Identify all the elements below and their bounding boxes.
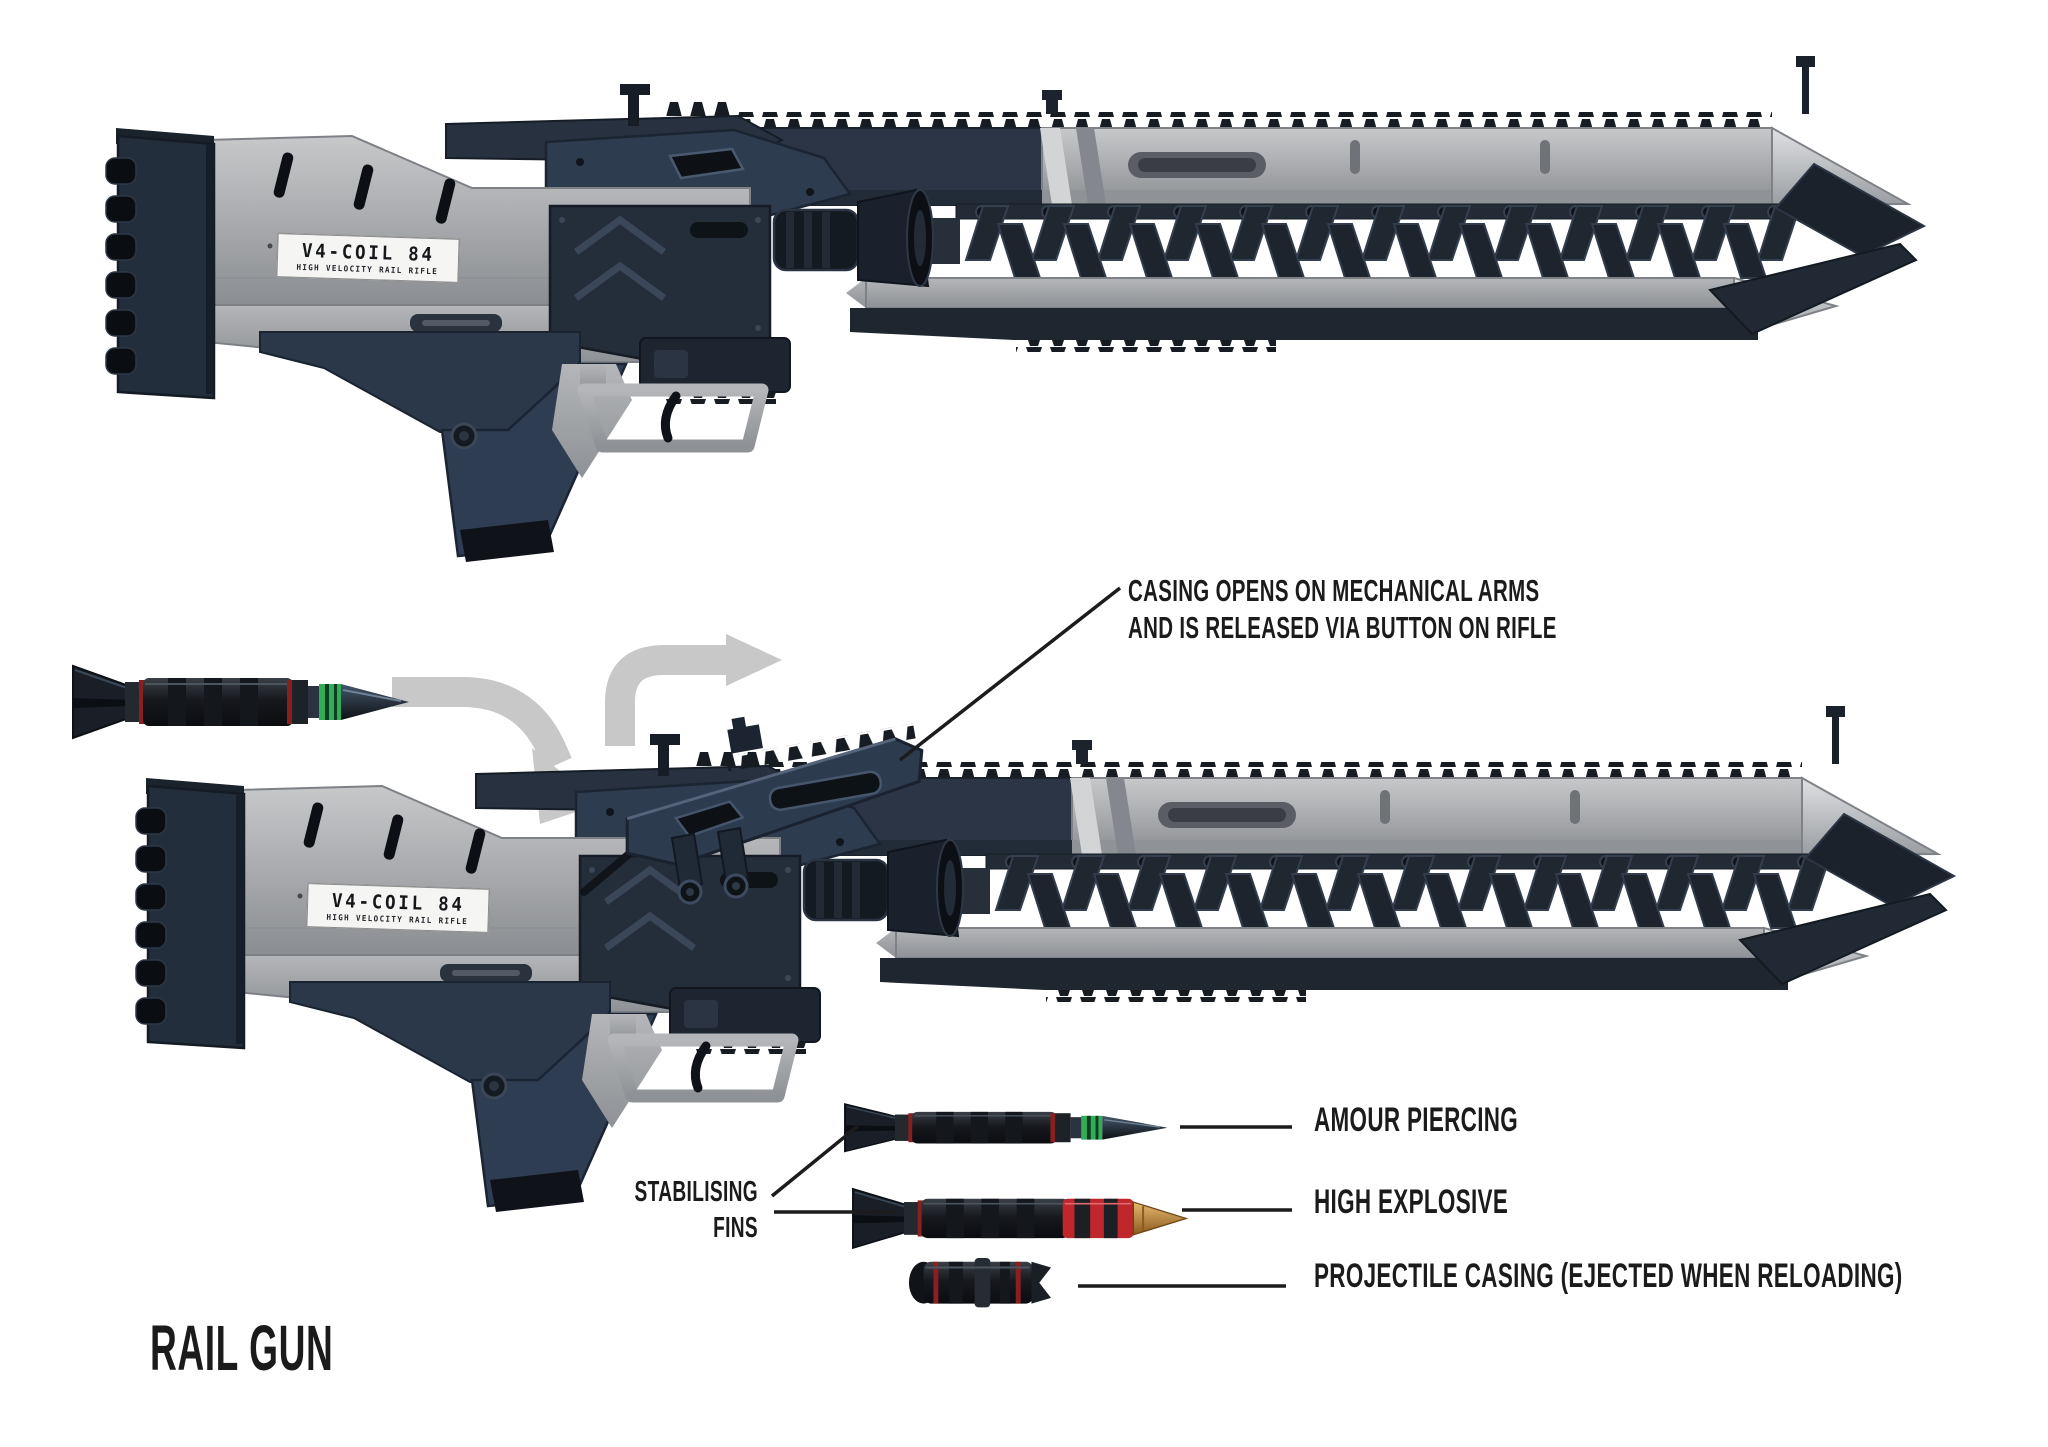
page-title: RAIL GUN: [150, 1312, 334, 1384]
fins-leader-upper: [770, 1124, 860, 1198]
casing-annotation-line1: CASING OPENS ON MECHANICAL ARMS: [1128, 573, 1540, 608]
curved-arrow-down-icon: [392, 677, 572, 771]
fins-label-line2: FINS: [713, 1212, 758, 1244]
weapon-name-plate-bottom: V4-COIL 84 HIGH VELOCITY RAIL RIFLE: [306, 883, 490, 933]
stabilising-fins-label: STABILISING FINS: [601, 1174, 758, 1246]
leader-lines: [770, 586, 1292, 1288]
casing-annotation-line2: AND IS RELEASED VIA BUTTON ON RIFLE: [1128, 610, 1557, 645]
casing-note-leader: [898, 586, 1122, 762]
casing-annotation: CASING OPENS ON MECHANICAL ARMS AND IS R…: [1128, 572, 1557, 646]
projectile-casing-shape: [907, 1257, 1053, 1309]
high-explosive-round: [852, 1187, 1188, 1249]
fins-label-line1: STABILISING: [634, 1176, 758, 1208]
rifle-top-view: [106, 56, 1924, 562]
weapon-name-plate-top: V4-COIL 84 HIGH VELOCITY RAIL RIFLE: [276, 233, 460, 283]
label-projectile-casing: PROJECTILE CASING (EJECTED WHEN RELOADIN…: [1314, 1257, 1903, 1295]
label-armour-piercing: AMOUR PIERCING: [1314, 1101, 1519, 1139]
weapon-model-text: V4-COIL 84: [301, 239, 435, 266]
armour-piercing-round: [844, 1102, 1169, 1153]
label-high-explosive: HIGH EXPLOSIVE: [1314, 1183, 1509, 1221]
weapon-model-text: V4-COIL 84: [331, 889, 465, 916]
curved-arrow-right-icon: [605, 645, 726, 746]
armour-piercing-round-loose: [72, 665, 410, 739]
casing-cover-module: [580, 716, 924, 905]
